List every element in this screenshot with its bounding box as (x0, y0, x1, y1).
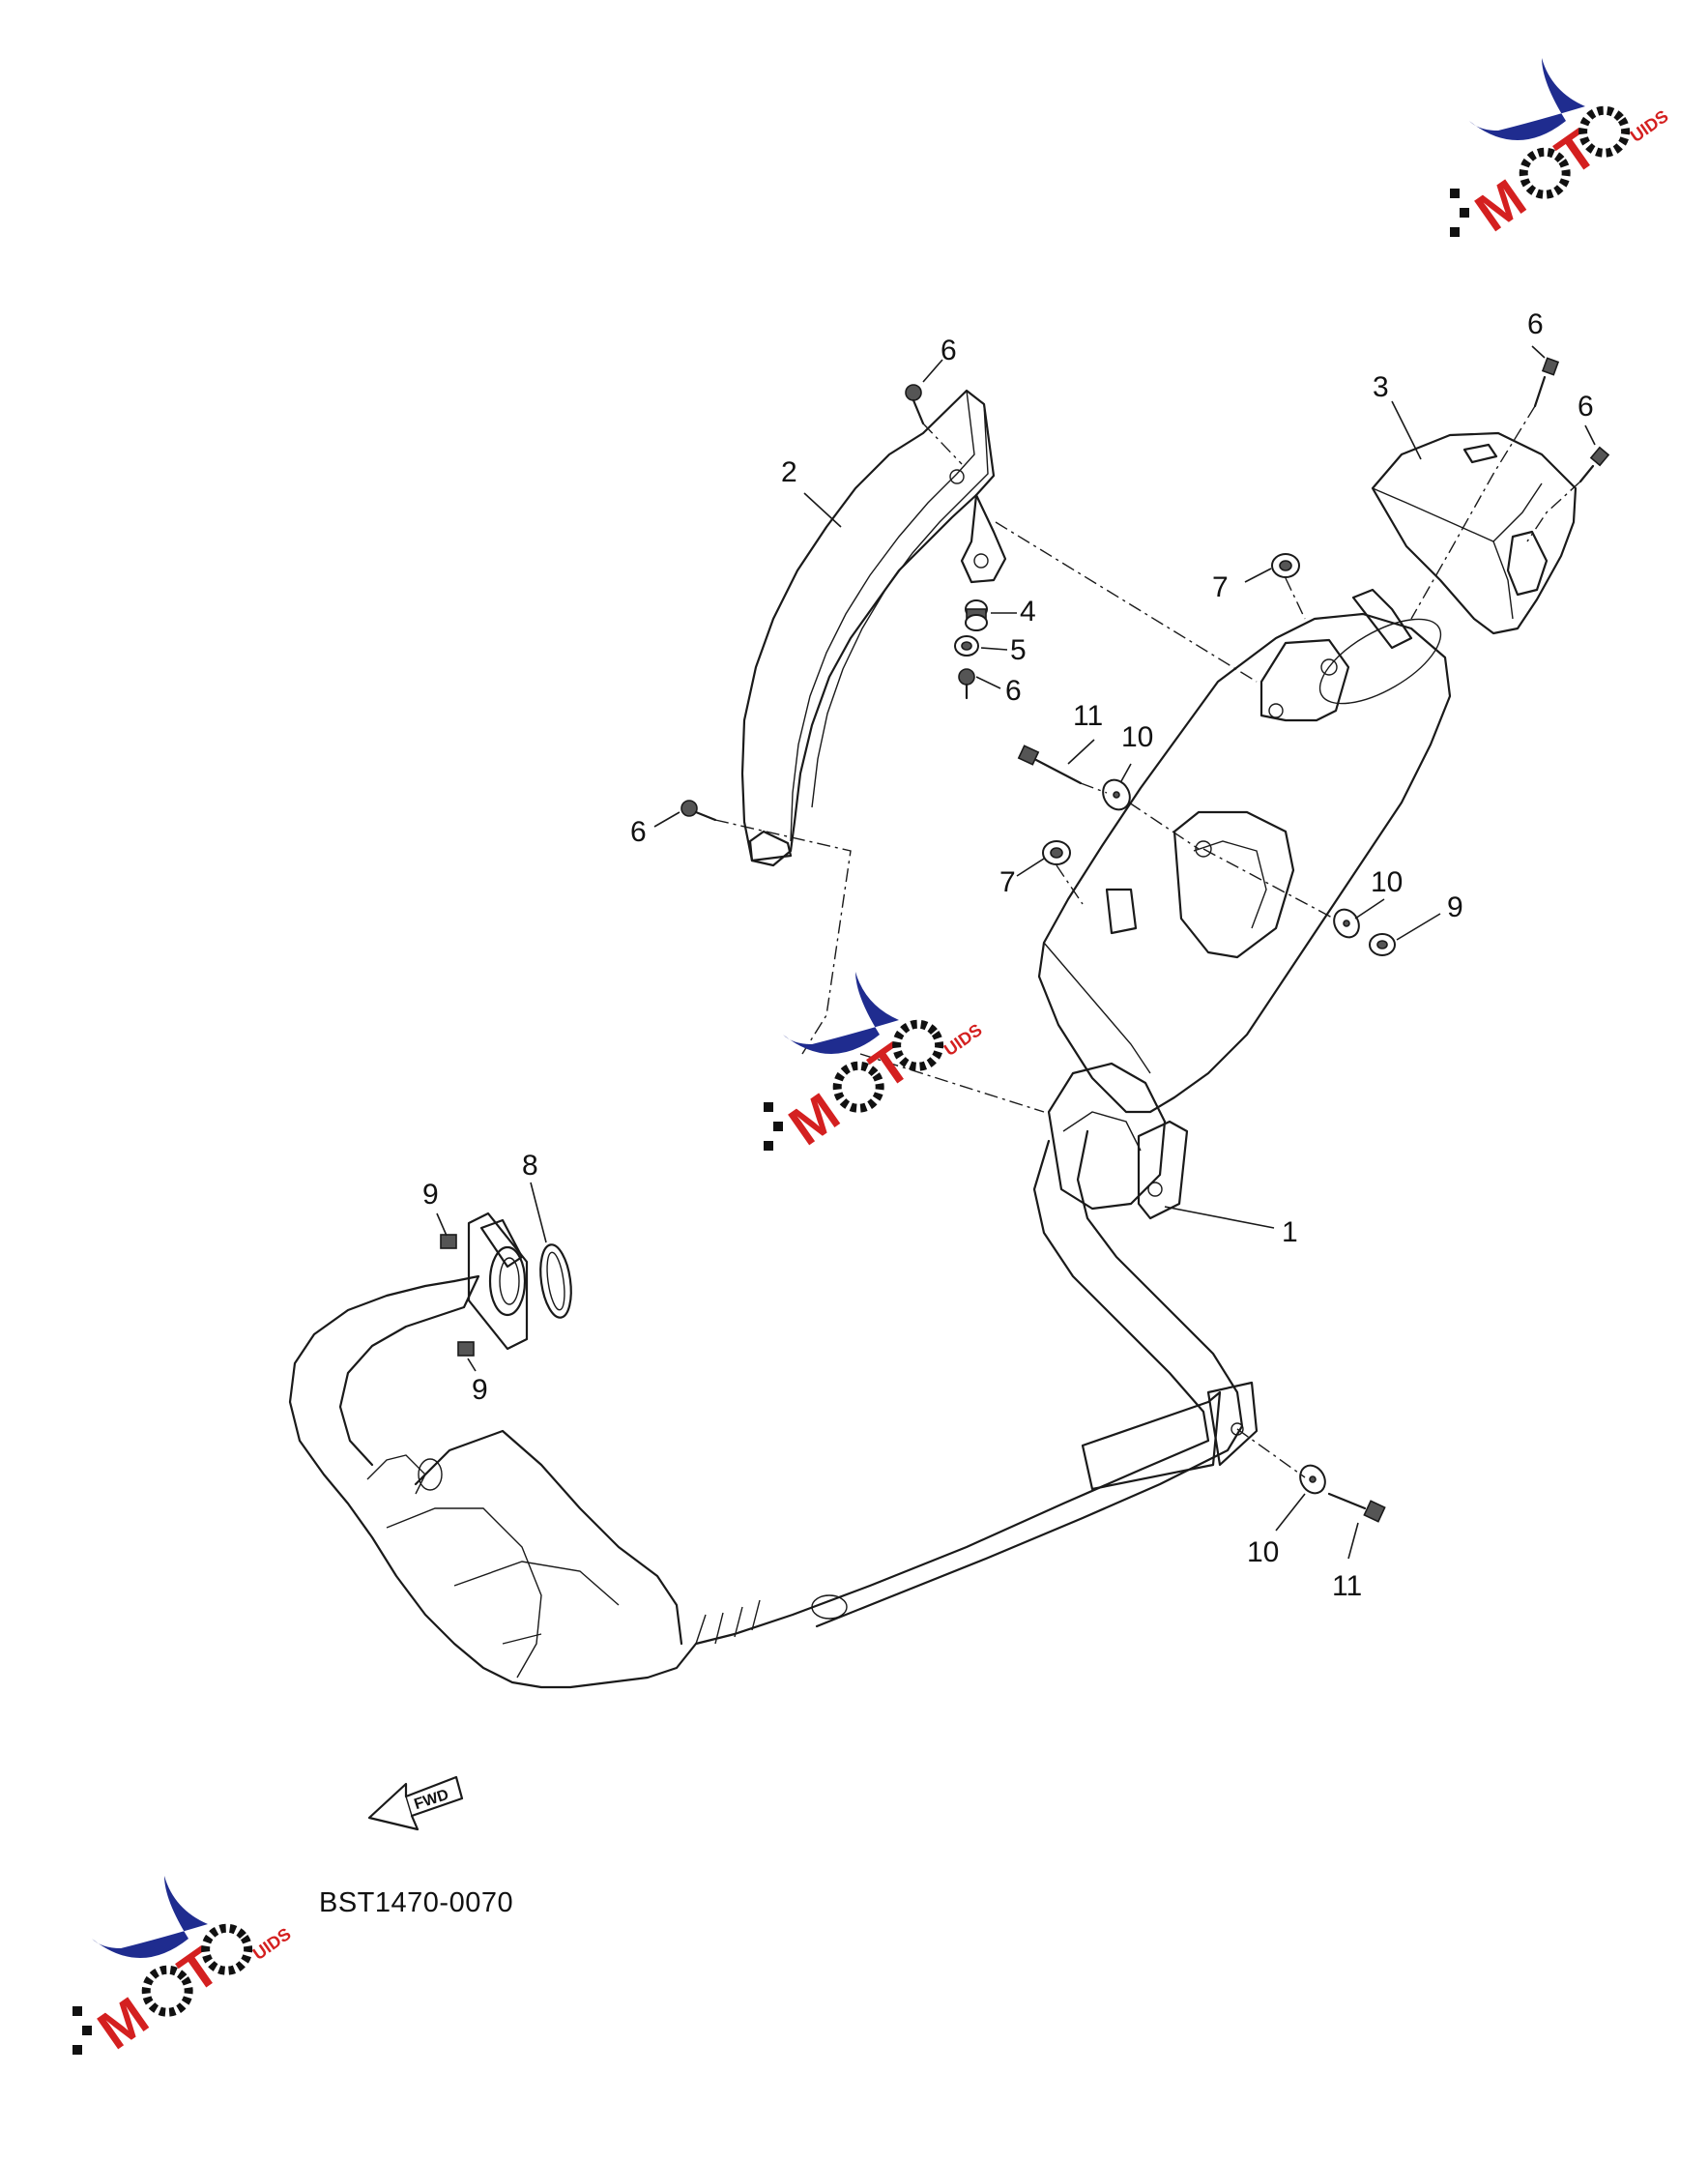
callout-10-right: 10 (1371, 866, 1403, 898)
part-9-nut-c (457, 1341, 475, 1357)
part-9-nut-b (440, 1234, 457, 1249)
callout-10-upper: 10 (1121, 721, 1153, 753)
part-5-grommet (954, 635, 979, 657)
watermark-logo-bottom-left (72, 1876, 295, 2060)
callout-2: 2 (781, 456, 797, 488)
part-4-collar (965, 599, 988, 631)
callout-6-cap-top: 6 (1527, 308, 1544, 340)
part-11-bolt-a (1017, 745, 1083, 785)
callout-4: 4 (1020, 596, 1036, 628)
part-1-muffler (1037, 588, 1452, 1220)
hardware-fasteners (440, 357, 1610, 1523)
callout-6-collar: 6 (1005, 675, 1022, 707)
callout-7-upper: 7 (1212, 571, 1229, 603)
callout-3: 3 (1373, 371, 1389, 403)
callout-numbers: 1 2 3 4 5 6 6 6 6 6 7 7 8 9 9 9 10 10 10… (422, 308, 1594, 1602)
callout-9-flange-top: 9 (422, 1179, 439, 1211)
callout-6-left: 6 (630, 816, 647, 848)
callout-8: 8 (522, 1150, 538, 1182)
callout-9-flange-bottom: 9 (472, 1374, 488, 1406)
watermark-logo-top-right (1450, 58, 1672, 243)
fwd-arrow-icon: FWD (367, 1775, 464, 1831)
part-7-nut-b (1042, 840, 1071, 865)
exhaust-header-pipe (288, 1129, 1259, 1689)
leader-lines (436, 345, 1596, 1560)
callout-9-right: 9 (1447, 891, 1463, 923)
part-6-screw-b (1533, 357, 1560, 408)
part-10-washer-a (1102, 778, 1131, 811)
callout-10-lower: 10 (1247, 1536, 1279, 1568)
callout-11-lower: 11 (1332, 1570, 1362, 1602)
callout-5: 5 (1010, 634, 1027, 666)
part-6-screw-e (680, 800, 717, 822)
assembly-lines (714, 405, 1581, 1478)
part-8-gasket (539, 1243, 572, 1319)
callout-6-top: 6 (941, 335, 957, 366)
part-7-nut-a (1271, 553, 1300, 578)
part-3-end-cap (1371, 431, 1578, 635)
part-10-washer-b (1333, 908, 1360, 939)
part-9-nut-a (1369, 933, 1396, 956)
callout-7-lower: 7 (999, 866, 1016, 898)
part-6-screw-c (1578, 446, 1610, 483)
part-10-washer-c (1299, 1464, 1326, 1495)
header-flange (467, 1212, 529, 1351)
callout-11-upper: 11 (1073, 700, 1103, 732)
callout-1: 1 (1282, 1216, 1298, 1248)
part-2-heat-shield (740, 389, 1007, 867)
part-11-bolt-b (1327, 1492, 1386, 1523)
callout-6-cap-side: 6 (1578, 391, 1594, 423)
part-6-screw-d (958, 668, 975, 700)
watermark-logo-center (764, 972, 986, 1156)
part-6-screw-a (905, 384, 925, 425)
diagram-code: BST1470-0070 (319, 1887, 514, 1918)
